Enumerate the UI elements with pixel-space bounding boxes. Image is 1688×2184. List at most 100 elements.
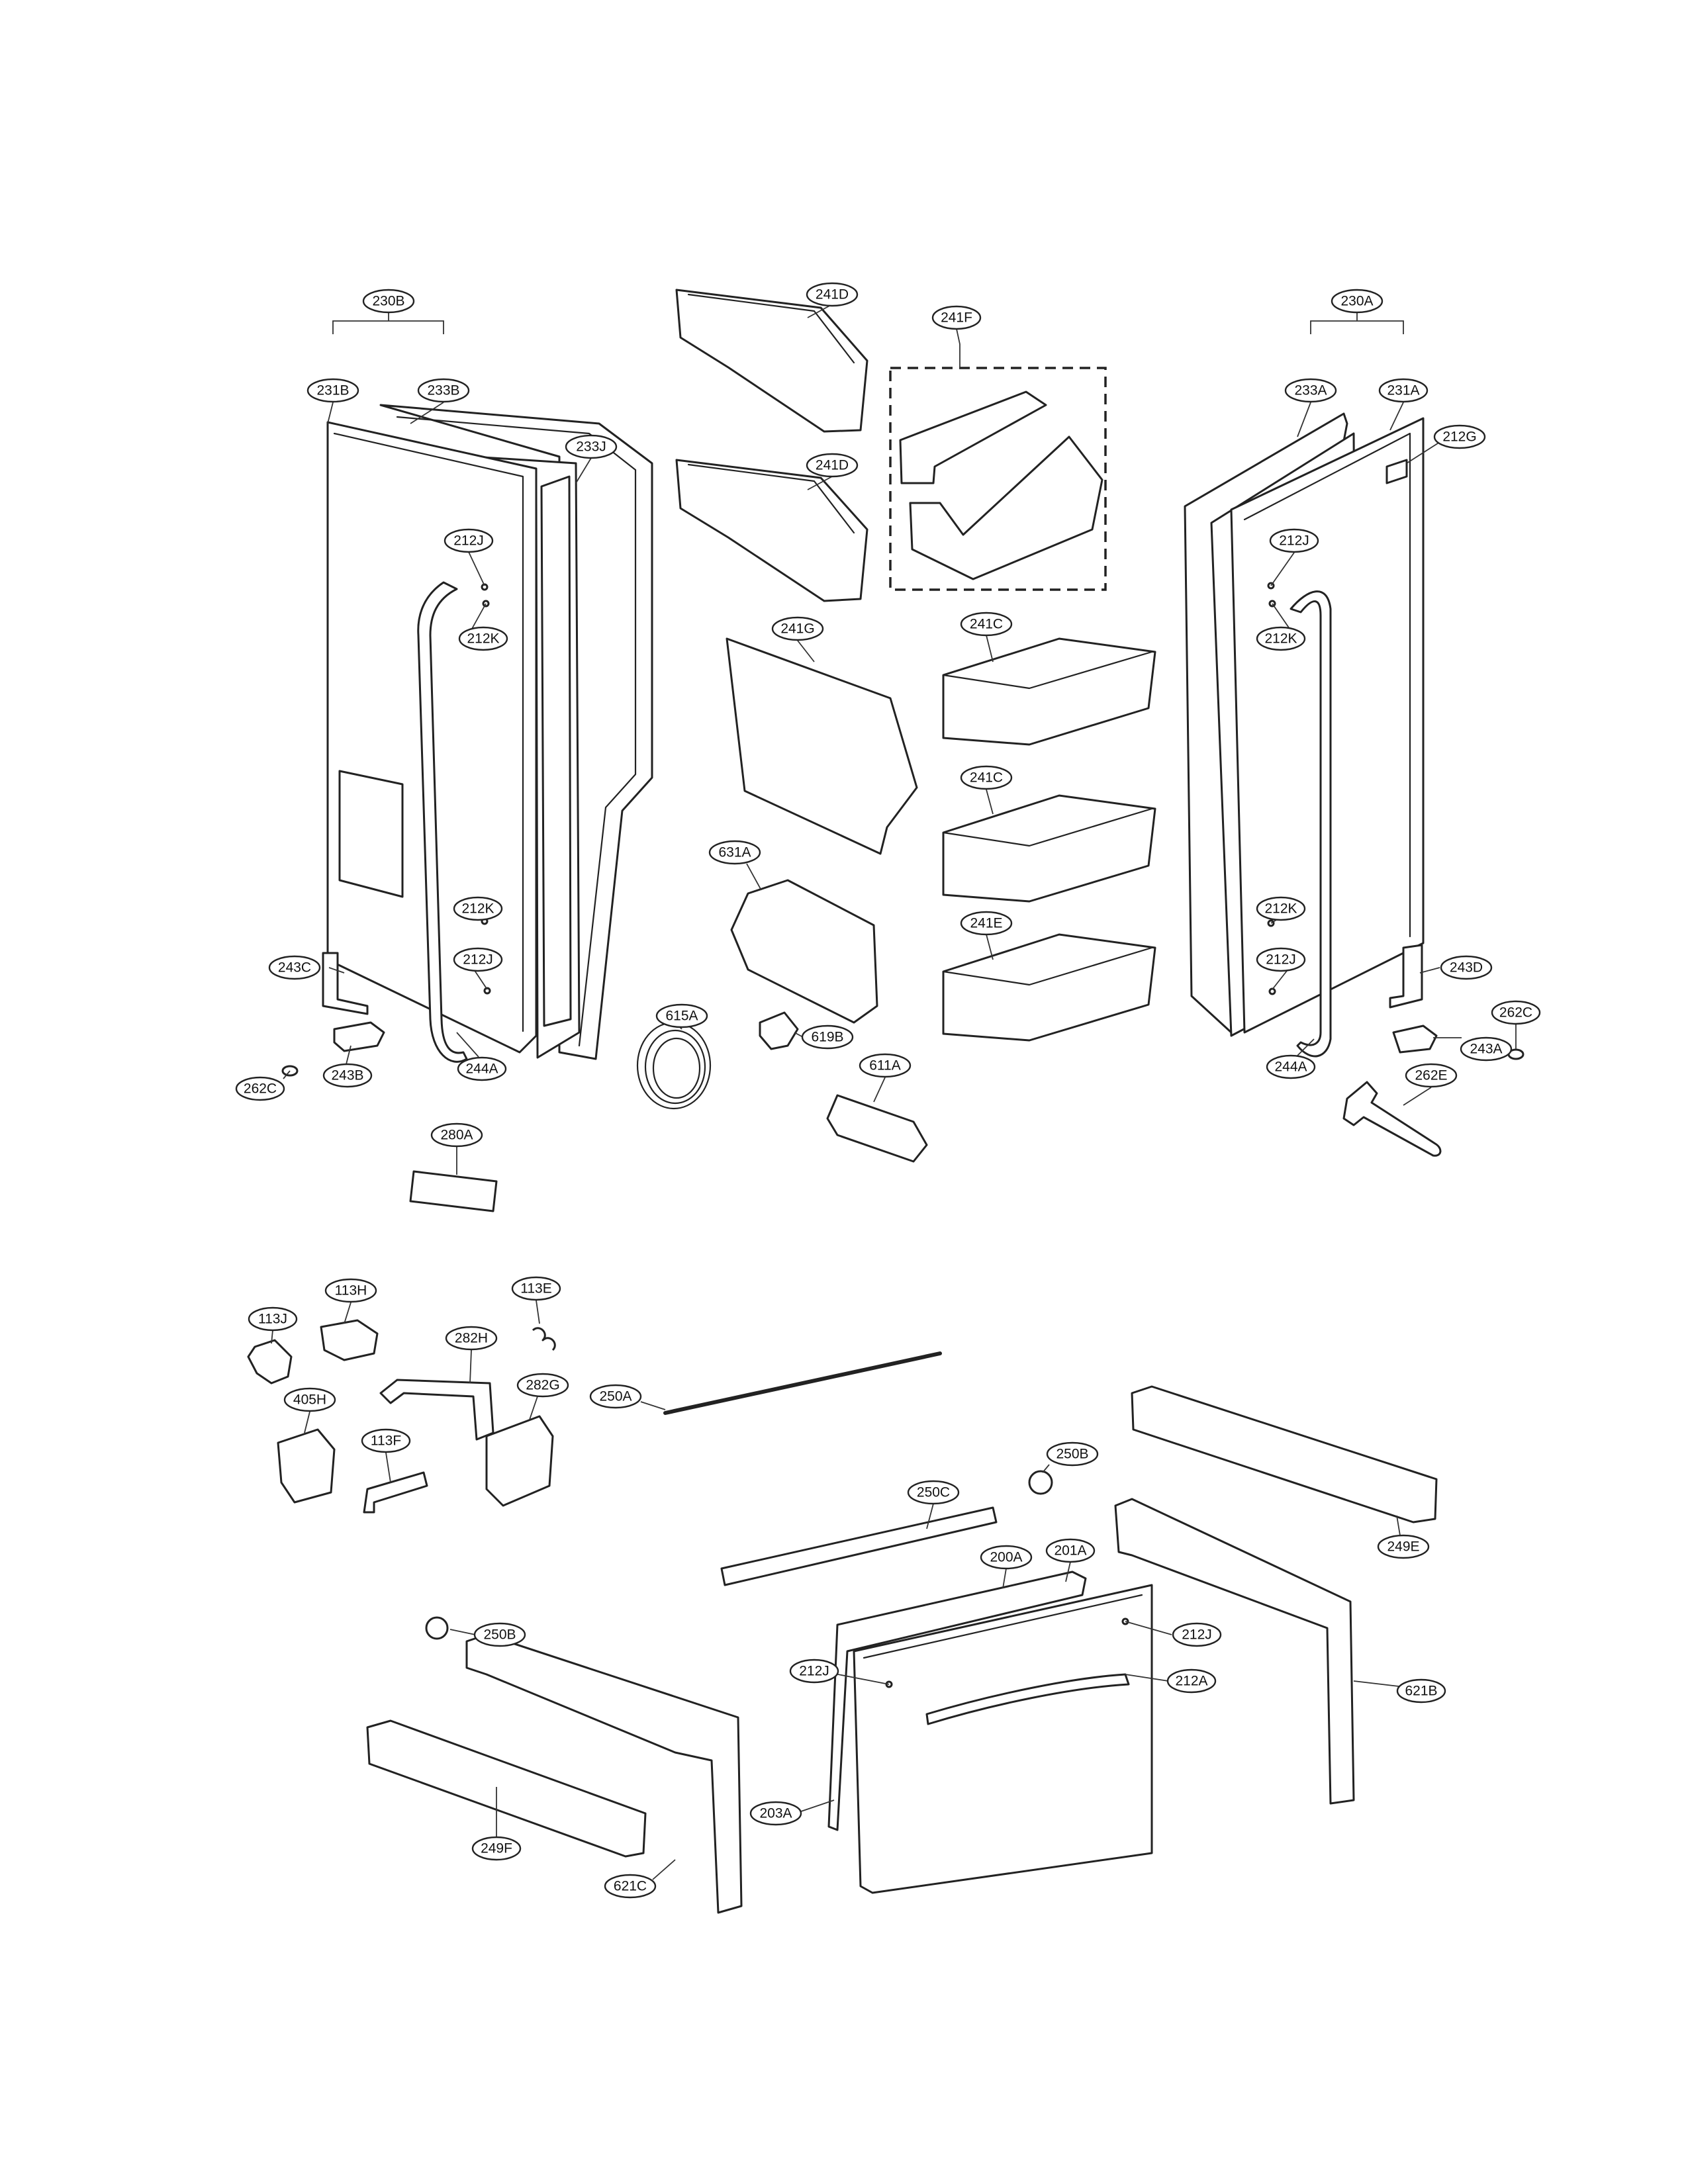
svg-text:282G: 282G — [526, 1378, 559, 1393]
svg-text:113E: 113E — [520, 1281, 552, 1297]
label-212G: 212G — [1433, 424, 1486, 449]
drawer-assembly — [366, 1351, 1438, 1914]
dispenser-housing-631A — [730, 879, 878, 1024]
svg-text:212J: 212J — [1266, 952, 1296, 968]
rail-250C — [720, 1506, 998, 1586]
label-241D-top: 241D — [806, 282, 859, 307]
svg-text:231A: 231A — [1387, 383, 1419, 398]
svg-text:233B: 233B — [427, 383, 459, 398]
svg-text:244A: 244A — [1274, 1060, 1307, 1075]
motor-282G — [485, 1415, 554, 1507]
drawer-gasket-200A — [827, 1570, 1087, 1831]
drawer-handle-212A — [925, 1673, 1130, 1725]
svg-text:243B: 243B — [331, 1068, 363, 1083]
label-282H: 282H — [445, 1326, 498, 1351]
svg-text:611A: 611A — [869, 1058, 901, 1073]
svg-text:241E: 241E — [970, 916, 1002, 931]
label-244A-left: 244A — [457, 1056, 507, 1081]
label-250C: 250C — [907, 1480, 960, 1505]
label-241E: 241E — [960, 911, 1013, 936]
svg-text:631A: 631A — [718, 845, 751, 860]
label-212J-left-top: 212J — [444, 528, 494, 553]
svg-text:250B: 250B — [483, 1627, 516, 1643]
label-282G: 282G — [516, 1373, 569, 1398]
svg-text:230B: 230B — [372, 294, 404, 309]
svg-text:212J: 212J — [799, 1664, 829, 1679]
svg-text:250C: 250C — [917, 1485, 950, 1500]
gear-250B-right — [1028, 1470, 1053, 1495]
label-212K-left-bot: 212K — [453, 896, 503, 921]
svg-text:243A: 243A — [1470, 1042, 1502, 1057]
svg-text:621B: 621B — [1405, 1684, 1437, 1699]
svg-text:249E: 249E — [1387, 1539, 1419, 1555]
svg-text:241G: 241G — [780, 621, 814, 637]
right-door-badge-212G — [1385, 459, 1408, 484]
label-212J-drawer-left: 212J — [789, 1659, 839, 1684]
svg-text:244A: 244A — [465, 1062, 498, 1077]
gear-250B-left — [425, 1616, 449, 1640]
rod-250A — [663, 1351, 942, 1415]
bin-kit-241F-bin — [909, 435, 1103, 580]
part-405H — [277, 1428, 336, 1504]
label-631A: 631A — [708, 840, 761, 865]
bracket-621B — [1114, 1498, 1355, 1805]
label-243C: 243C — [268, 955, 321, 980]
left-door-handle — [417, 581, 468, 1063]
svg-text:262C: 262C — [244, 1081, 277, 1097]
label-615A: 615A — [655, 1003, 708, 1028]
label-231B: 231B — [306, 378, 359, 403]
water-filter-611A — [826, 1094, 928, 1163]
label-244A-right: 244A — [1266, 1054, 1316, 1079]
door-bin-241C-middle — [942, 794, 1156, 903]
cover-280A — [409, 1170, 498, 1212]
door-bins — [636, 289, 1156, 1163]
label-230B: 230B — [362, 289, 415, 314]
svg-text:113H: 113H — [335, 1283, 367, 1298]
svg-text:212J: 212J — [1279, 533, 1309, 549]
svg-text:113F: 113F — [371, 1433, 401, 1449]
label-113F: 113F — [361, 1428, 411, 1453]
lever-282H — [379, 1379, 494, 1441]
label-241G: 241G — [771, 616, 824, 641]
svg-text:212J: 212J — [453, 533, 484, 549]
door-bin-241E — [942, 933, 1156, 1042]
svg-text:241D: 241D — [816, 287, 849, 302]
water-valve-619B — [759, 1011, 799, 1050]
svg-text:203A: 203A — [759, 1806, 792, 1821]
label-230A: 230A — [1331, 289, 1383, 314]
door-shelf-241G — [726, 637, 918, 855]
label-200A: 200A — [980, 1545, 1033, 1570]
left-door-assembly — [281, 404, 653, 1077]
svg-text:212G: 212G — [1442, 430, 1476, 445]
label-262C-right: 262C — [1491, 1000, 1541, 1025]
label-241F: 241F — [931, 305, 982, 330]
svg-text:212K: 212K — [1264, 631, 1297, 647]
svg-text:212K: 212K — [467, 631, 499, 647]
svg-text:262C: 262C — [1499, 1005, 1532, 1021]
right-door-handle — [1289, 590, 1332, 1058]
label-233J: 233J — [565, 434, 618, 459]
svg-text:241D: 241D — [816, 458, 849, 473]
left-door-edge-strip — [540, 475, 572, 1027]
svg-text:212J: 212J — [1182, 1627, 1212, 1643]
svg-text:280A: 280A — [440, 1128, 473, 1143]
label-250B-right: 250B — [1046, 1441, 1099, 1467]
label-212K-right-bot: 212K — [1256, 896, 1306, 921]
svg-text:231B: 231B — [316, 383, 349, 398]
part-113J — [247, 1339, 293, 1385]
svg-text:243C: 243C — [278, 960, 311, 976]
label-212J-right-top: 212J — [1269, 528, 1319, 553]
slide-249E — [1131, 1385, 1438, 1524]
svg-text:241F: 241F — [941, 310, 972, 326]
small-parts — [247, 1319, 556, 1514]
bracket-621C — [465, 1633, 743, 1914]
right-door-assembly — [1184, 412, 1524, 1157]
label-212K-right-top: 212K — [1256, 626, 1306, 651]
label-212J-right-bot: 212J — [1256, 947, 1306, 972]
svg-text:615A: 615A — [665, 1009, 698, 1024]
label-619B: 619B — [801, 1024, 854, 1050]
water-tube-coil-615A — [636, 1021, 712, 1110]
label-212A: 212A — [1166, 1668, 1217, 1694]
svg-text:212A: 212A — [1175, 1674, 1207, 1689]
